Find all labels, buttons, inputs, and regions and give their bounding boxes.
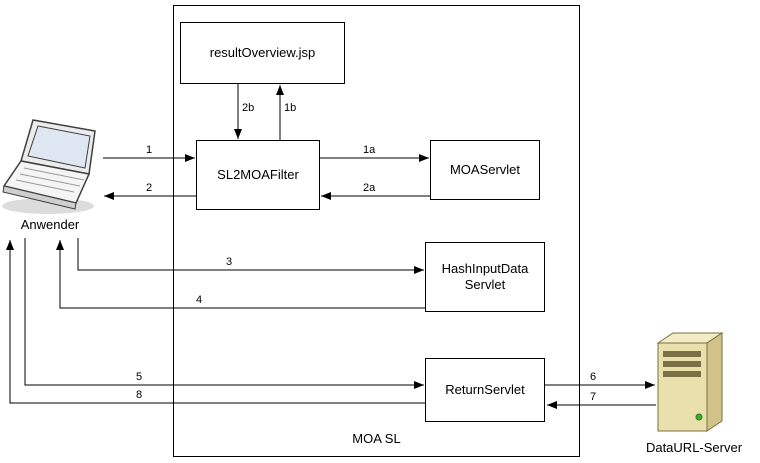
actor-label-anwender: Anwender: [20, 217, 80, 232]
arrow-label-1a: 1a: [363, 144, 376, 156]
moa-sl-container-box: [173, 5, 580, 457]
arrow-label-2a: 2a: [363, 182, 376, 194]
arrow-label-1b: 1b: [284, 102, 297, 114]
actor-label-dataurl-server: DataURL-Server: [645, 440, 743, 455]
arrow-4: [56, 240, 425, 309]
arrow-label-2: 2: [146, 182, 153, 194]
arrow-label-2b: 2b: [242, 102, 255, 114]
arrow-label-1: 1: [146, 144, 153, 156]
node-sl2moafilter: SL2MOAFilter: [196, 140, 320, 210]
arrow-8: [5, 240, 425, 404]
node-resultoverview-jsp: resultOverview.jsp: [180, 22, 345, 84]
arrow-label-3: 3: [226, 256, 233, 268]
node-moaservlet: MOAServlet: [430, 140, 540, 200]
moa-sl-container-label: MOA SL: [352, 431, 401, 446]
arrow-label-8: 8: [136, 389, 143, 401]
laptop-icon: [2, 119, 96, 214]
node-returnservlet: ReturnServlet: [425, 358, 545, 422]
arrow-label-7: 7: [590, 391, 597, 403]
arrow-5: [24, 238, 424, 389]
arrow-label-6: 6: [590, 371, 597, 383]
arrow-3: [77, 238, 424, 274]
node-hashinputdata-servlet: HashInputData Servlet: [425, 242, 545, 312]
arrow-label-4: 4: [196, 294, 203, 306]
server-icon: [656, 332, 724, 432]
arrow-label-5: 5: [136, 371, 143, 383]
